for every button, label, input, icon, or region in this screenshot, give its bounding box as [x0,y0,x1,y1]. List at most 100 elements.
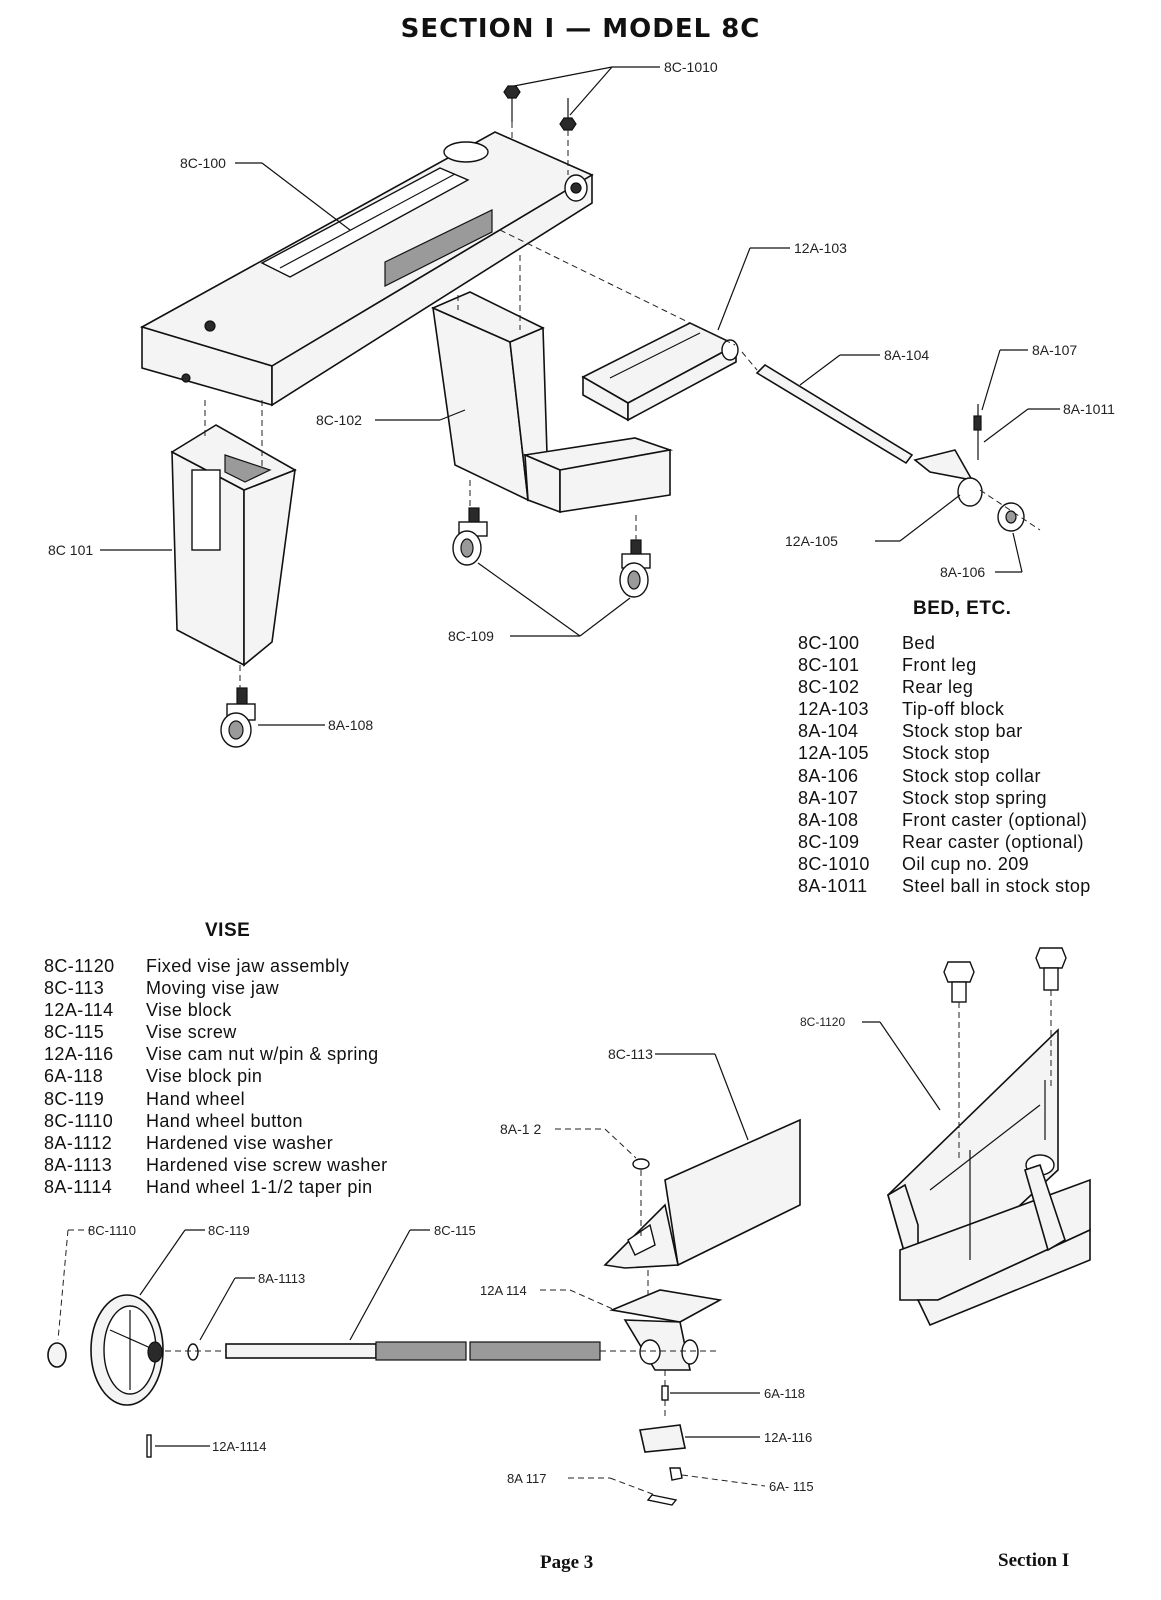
list-item: 8C-1120 Fixed vise jaw assembly [44,955,388,977]
callout-8a-106: 8A-106 [940,564,985,580]
part-number: 8C-1120 [44,956,115,976]
part-number: 6A-118 [44,1066,104,1087]
callout-8a-108: 8A-108 [328,717,373,733]
vise-pin-nut-drawing [639,1385,686,1506]
part-number: 8A-108 [798,809,859,830]
rear-caster-drawing [452,507,651,598]
callout-8c-109: 8C-109 [448,628,494,644]
part-number: 8C-101 [798,655,860,676]
callout-8a-107: 8A-107 [1032,342,1077,358]
callout-8a-1112: 8A-1 2 [500,1121,541,1137]
callout-8c-101: 8C 101 [48,542,93,558]
part-description: Hardened vise washer [146,1132,334,1153]
list-item: 8A-104 Stock stop bar [798,720,1091,742]
part-description: Stock stop collar [902,765,1041,786]
callout-8c-119: 8C-119 [208,1223,250,1238]
part-description: Vise cam nut w/pin & spring [146,1044,379,1065]
part-number: 12A-103 [798,699,869,720]
part-number: 12A-105 [798,743,869,764]
part-number: 8A-1112 [44,1132,113,1153]
part-description: Hand wheel 1-1/2 taper pin [146,1176,373,1197]
part-description: Stock stop bar [902,721,1023,742]
list-item: 8C-100 Bed [798,632,1091,654]
part-description: Bed [902,633,936,653]
part-description: Hardened vise screw washer [146,1154,388,1175]
hand-wheel-drawing [47,1294,199,1458]
part-description: Fixed vise jaw assembly [146,956,350,976]
part-description: Stock stop spring [902,787,1047,808]
list-item: 8C-113 Moving vise jaw [44,977,388,999]
part-description: Vise block [146,1000,232,1021]
callout-8a-1113: 8A-1113 [258,1271,305,1286]
callout-8a-117: 8A 117 [507,1471,547,1486]
callout-6a-118: 6A-118 [764,1386,805,1401]
list-item: 12A-116 Vise cam nut w/pin & spring [44,1043,388,1065]
vise-screw-drawing [165,1341,720,1361]
list-item: 8A-1112 Hardened vise washer [44,1132,388,1154]
vise-section-heading: VISE [205,920,251,941]
vise-bolts-drawing [943,947,1067,1160]
callout-8c-100: 8C-100 [180,155,226,171]
callout-6a-115: 6A- 115 [769,1479,814,1494]
tip-off-block-drawing [581,322,739,422]
part-number: 8C-100 [798,633,860,653]
page-title: SECTION I — MODEL 8C [400,14,761,44]
vise-parts-list: 8C-1120 Fixed vise jaw assembly 8C-113 Mov… [44,955,388,1198]
list-item: 8C-115 Vise screw [44,1021,388,1043]
callout-8c-113: 8C-113 [608,1046,653,1062]
part-number: 8C-119 [44,1088,105,1109]
front-caster-drawing [220,687,256,748]
part-description: Oil cup no. 209 [902,853,1030,874]
list-item: 6A-118 Vise block pin [44,1065,388,1087]
moving-vise-jaw-drawing [603,1118,801,1269]
part-number: 8C-113 [44,978,105,999]
part-description: Rear caster (optional) [902,831,1084,852]
callout-8c-1120: 8C-1120 [800,1015,845,1029]
stock-stop-drawing [913,404,1025,532]
list-item: 8C-119 Hand wheel [44,1088,388,1110]
part-description: Rear leg [902,677,974,698]
callout-12a-116: 12A-116 [764,1430,812,1445]
list-item: 8C-1010 Oil cup no. 209 [798,853,1091,875]
part-description: Moving vise jaw [146,978,280,999]
callout-12a-1114: 12A-1114 [212,1439,266,1454]
fixed-vise-jaw-drawing [887,1028,1091,1327]
list-item: 8A-1113 Hardened vise screw washer [44,1154,388,1176]
callout-8a-104: 8A-104 [884,347,929,363]
bed-assembly-lines [204,122,1041,690]
part-number: 8A-104 [798,721,859,742]
stock-stop-bar-drawing [755,363,914,465]
part-description: Tip-off block [902,699,1005,720]
part-number: 12A-116 [44,1044,114,1065]
part-description: Hand wheel [146,1088,246,1109]
front-leg-drawing [170,424,297,667]
part-number: 8C-1010 [798,853,870,874]
callout-8c-1010: 8C-1010 [664,59,718,75]
part-description: Vise screw [146,1022,237,1043]
rear-leg-drawing [431,291,674,514]
bed-drawing [139,131,594,407]
list-item: 8A-1114 Hand wheel 1-1/2 taper pin [44,1176,388,1198]
callout-8c-1110: 8C-1110 [88,1223,136,1238]
callout-8a-1011: 8A-1011 [1063,401,1115,417]
list-item: 12A-103 Tip-off block [798,698,1091,720]
oil-cup-drawing [503,85,577,131]
part-number: 8A-1113 [44,1154,113,1175]
part-description: Vise block pin [146,1066,263,1087]
part-number: 8A-1114 [44,1176,113,1197]
part-number: 8A-106 [798,765,859,786]
callout-12a-114: 12A 114 [480,1283,527,1298]
part-number: 8C-115 [44,1022,105,1043]
page-number: Page 3 [540,1552,594,1573]
section-label: Section I [998,1550,1070,1571]
